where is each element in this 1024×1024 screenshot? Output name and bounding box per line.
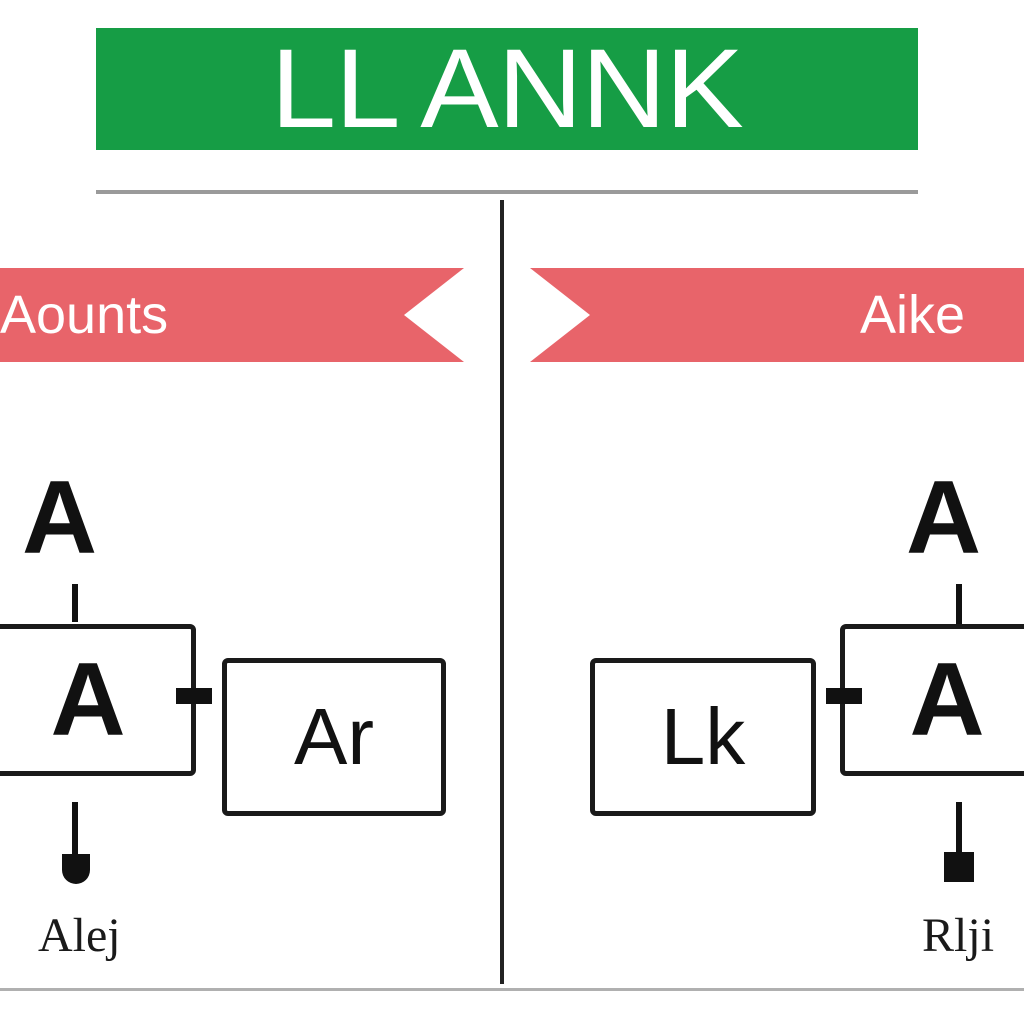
right-upper-connector bbox=[956, 584, 962, 626]
left-ribbon-label: Aounts bbox=[0, 285, 169, 345]
left-upper-connector bbox=[72, 584, 78, 622]
right-ribbon: Aike bbox=[530, 268, 1024, 362]
right-lower-connector bbox=[956, 802, 962, 854]
left-side-connector bbox=[176, 688, 212, 704]
right-main-box-letter: A bbox=[909, 642, 985, 758]
left-side-box-text: Ar bbox=[294, 692, 374, 781]
right-ribbon-polygon bbox=[530, 268, 1024, 362]
right-top-letter: A bbox=[906, 460, 982, 576]
left-lower-connector bbox=[72, 802, 78, 858]
left-main-box-letter: A bbox=[50, 642, 126, 758]
title-banner: LL ANNK bbox=[96, 28, 918, 150]
page-title: LL ANNK bbox=[270, 26, 744, 151]
left-top-letter: A bbox=[22, 460, 98, 576]
left-ribbon: Aounts bbox=[0, 268, 464, 362]
bottom-rule bbox=[0, 988, 1024, 991]
right-side-connector bbox=[826, 688, 862, 704]
center-divider bbox=[500, 200, 504, 984]
right-caption: Rlji bbox=[922, 909, 995, 962]
right-main-box: A bbox=[840, 624, 1024, 776]
right-side-box-text: Lk bbox=[660, 692, 746, 781]
left-arrow-head bbox=[62, 854, 90, 884]
right-side-box: Lk bbox=[590, 658, 816, 816]
left-ribbon-shape bbox=[0, 268, 464, 362]
right-ribbon-label: Aike bbox=[860, 285, 966, 345]
left-side-box: Ar bbox=[222, 658, 446, 816]
left-ribbon-polygon bbox=[0, 268, 464, 362]
title-underline bbox=[96, 190, 918, 194]
left-caption: Alej bbox=[38, 909, 121, 962]
right-arrow-head bbox=[944, 852, 974, 882]
left-main-box: A bbox=[0, 624, 196, 776]
right-ribbon-shape bbox=[530, 268, 1024, 362]
